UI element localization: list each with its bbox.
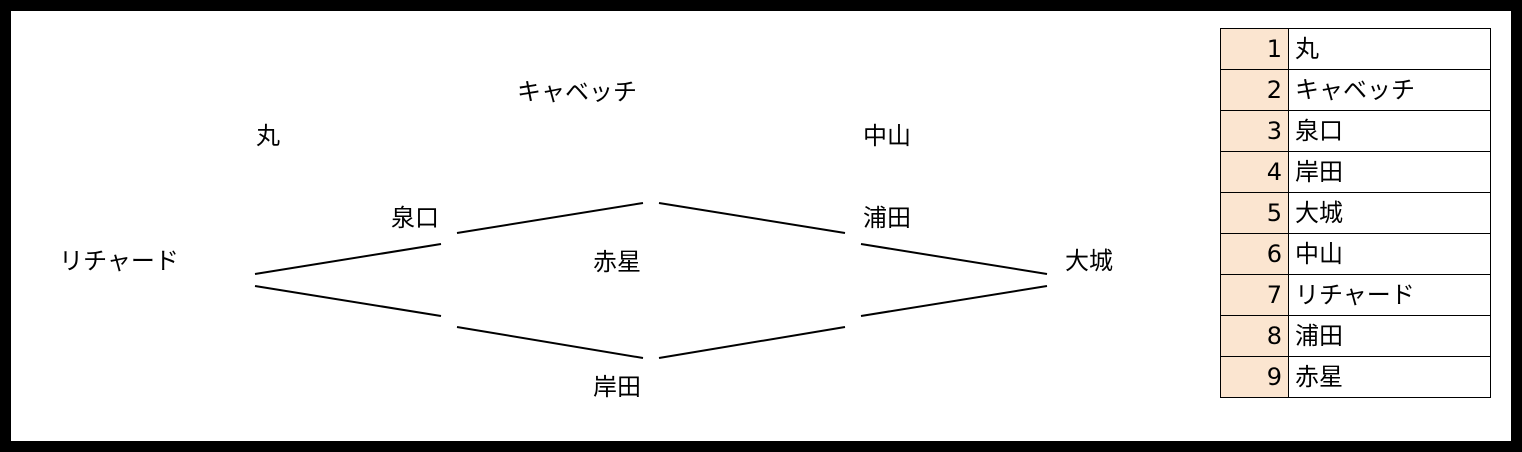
legend-name: 中山: [1288, 233, 1491, 275]
edge-richard-kishida: [254, 285, 442, 317]
edge-richard-izumiguchi: [254, 243, 442, 275]
node-richard: リチャード: [59, 247, 179, 275]
edge-urata-ooshiro: [860, 243, 1048, 275]
node-ooshiro: 大城: [1065, 247, 1113, 275]
node-urata: 浦田: [863, 204, 911, 232]
legend-number: 2: [1220, 69, 1289, 111]
node-kyabecchi: キャベッチ: [517, 78, 637, 106]
legend-name: リチャード: [1288, 274, 1491, 316]
legend-name: 浦田: [1288, 315, 1491, 357]
node-maru: 丸: [256, 122, 280, 150]
edge-izumiguchi-kyabecchi: [456, 202, 644, 234]
edge-kishida-akahoshi: [456, 326, 644, 359]
legend-name: 丸: [1288, 28, 1491, 70]
legend-number: 6: [1220, 233, 1289, 275]
legend-number: 4: [1220, 151, 1289, 193]
edge-layer: [254, 202, 1048, 359]
edge-nakayama-ooshiro: [860, 285, 1048, 317]
node-nakayama: 中山: [863, 122, 911, 150]
legend-name: キャベッチ: [1288, 69, 1491, 111]
node-izumiguchi: 泉口: [391, 204, 439, 232]
legend-name: 大城: [1288, 192, 1491, 234]
legend-name: 赤星: [1288, 356, 1491, 398]
node-akahoshi: 赤星: [593, 248, 641, 276]
legend-number: 9: [1220, 356, 1289, 398]
legend-number: 5: [1220, 192, 1289, 234]
legend-number: 7: [1220, 274, 1289, 316]
legend-name: 岸田: [1288, 151, 1491, 193]
node-label-layer: 丸 キャベッチ 泉口 岸田 大城 中山 リチャード 浦田 赤星: [59, 78, 1113, 401]
node-kishida: 岸田: [593, 373, 641, 401]
edge-kyabecchi-urata: [658, 202, 846, 234]
edge-akahoshi-nakayama: [658, 326, 846, 359]
legend-name: 泉口: [1288, 110, 1491, 152]
legend-number: 8: [1220, 315, 1289, 357]
legend-number: 3: [1220, 110, 1289, 152]
legend-number: 1: [1220, 28, 1289, 70]
